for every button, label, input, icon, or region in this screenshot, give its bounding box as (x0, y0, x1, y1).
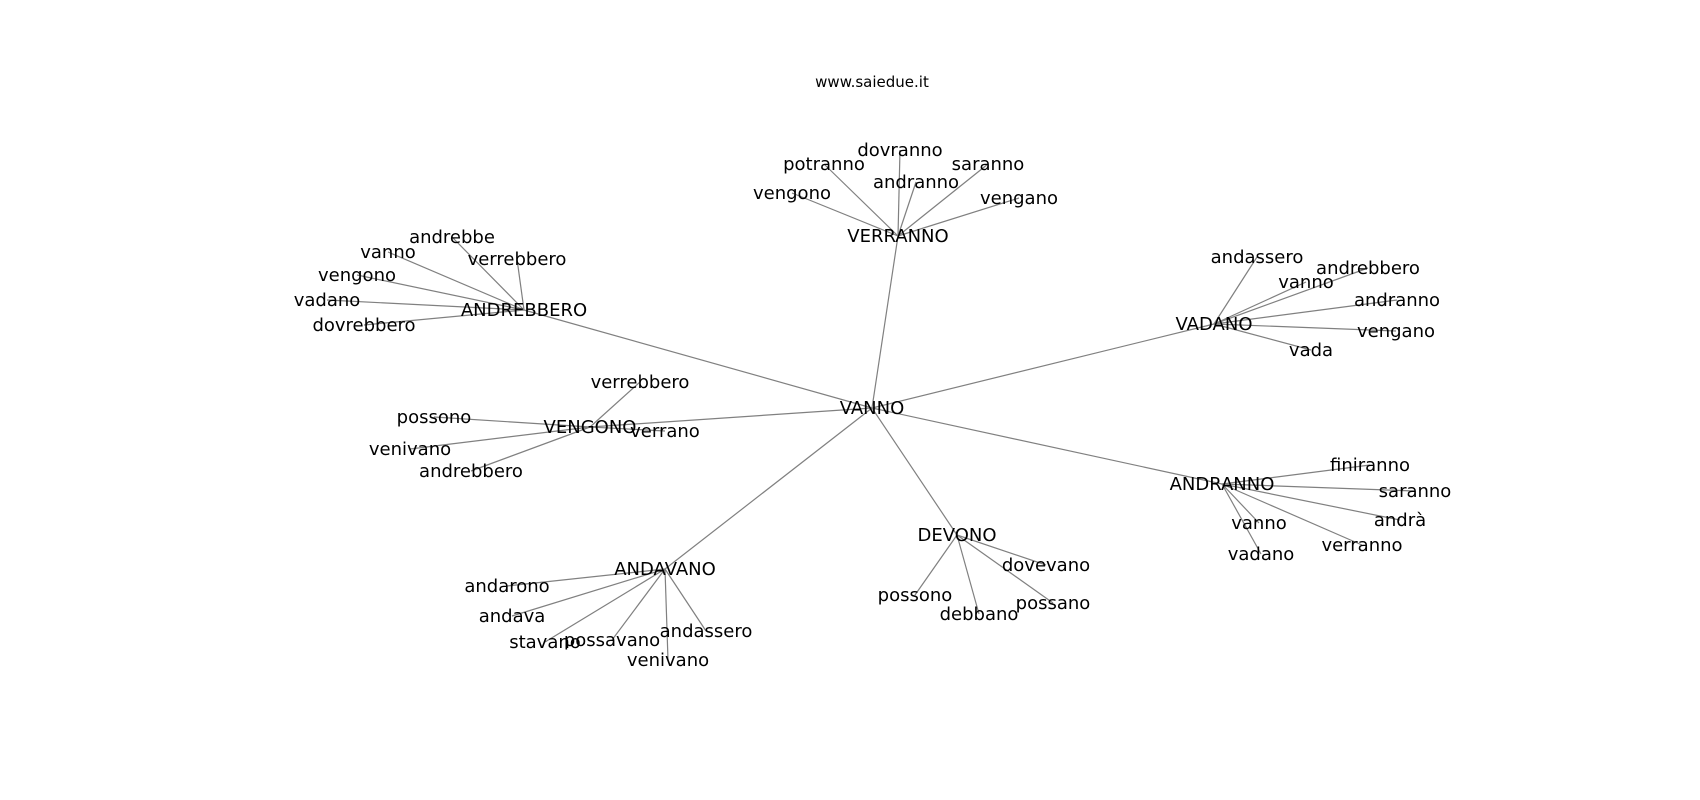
hub-node-verranno: VERRANNO (847, 226, 948, 247)
edge-vengono-andrebbero (470, 426, 591, 472)
leaf-node-vengono-verrano: verrano (630, 421, 700, 442)
leaf-node-vadano-vengano: vengano (1357, 321, 1435, 342)
leaf-node-verranno-saranno: saranno (952, 154, 1025, 175)
leaf-node-andrebbero-vadano: vadano (294, 290, 361, 311)
leaf-node-andrebbero-dovrebbero: dovrebbero (312, 315, 415, 336)
edge-andranno-andra (1221, 483, 1401, 521)
leaf-node-devono-debbano: debbano (940, 604, 1019, 625)
leaf-node-vengono-andrebbero: andrebbero (419, 461, 523, 482)
leaf-node-andavano-venivano: venivano (627, 650, 709, 671)
edge-devono-possono (914, 534, 958, 596)
leaf-node-andranno-vanno: vanno (1231, 513, 1287, 534)
edge-vengono-venivano (409, 426, 591, 450)
leaf-node-verranno-vengono: vengono (753, 183, 831, 204)
edge-vadano-vengano (1213, 323, 1397, 332)
edge-andranno-finiranno (1221, 464, 1371, 485)
leaf-node-devono-possano: possano (1016, 593, 1091, 614)
edge-verranno-andranno (897, 181, 917, 237)
edge-vadano-vanno (1213, 281, 1307, 325)
leaf-node-andrebbero-verrebbero: verrebbero (468, 249, 567, 270)
edge-devono-dovevano (956, 534, 1047, 566)
edge-verranno-potranno (823, 163, 899, 237)
edge-andrebbero-vengono (356, 274, 525, 311)
root-node-label: VANNO (840, 398, 905, 419)
leaf-node-vadano-vanno: vanno (1278, 272, 1334, 293)
edge-andavano-andassero (664, 568, 707, 632)
leaf-node-andranno-vadano: vadano (1228, 544, 1295, 565)
leaf-node-andavano-andava: andava (479, 606, 546, 627)
leaf-node-andrebbero-vengono: vengono (318, 265, 396, 286)
edge-root-vadano (871, 323, 1215, 409)
edge-verranno-saranno (897, 163, 989, 237)
edge-layer (326, 149, 1416, 661)
edge-devono-debbano (956, 534, 980, 615)
edge-andranno-verranno (1221, 483, 1363, 546)
hub-node-vengono: VENGONO (544, 417, 637, 438)
edge-verranno-vengono (791, 192, 899, 237)
edge-andranno-vadano (1221, 483, 1262, 555)
leaf-node-andavano-andassero: andassero (660, 621, 753, 642)
edge-andavano-venivano (664, 568, 669, 661)
leaf-node-devono-dovevano: dovevano (1002, 555, 1090, 576)
leaf-node-verranno-vengano: vengano (980, 188, 1058, 209)
edge-andrebbero-vadano (326, 299, 525, 311)
edge-andavano-possavano (611, 568, 666, 641)
edge-andranno-saranno (1221, 483, 1416, 492)
hub-node-devono: DEVONO (917, 525, 996, 546)
leaf-node-andavano-possavano: possavano (564, 630, 660, 651)
edge-vengono-verrebbero (589, 381, 641, 428)
edge-vengono-verrano (589, 426, 666, 432)
edge-andrebbero-dovrebbero (363, 309, 525, 326)
leaf-node-vengono-possono: possono (397, 407, 472, 428)
leaf-node-andranno-andra: andrà (1374, 510, 1426, 531)
hub-node-vadano: VADANO (1176, 314, 1253, 335)
hub-node-andavano: ANDAVANO (614, 559, 716, 580)
leaf-node-andranno-saranno: saranno (1379, 481, 1452, 502)
leaf-node-vadano-vada: vada (1289, 340, 1333, 361)
edge-root-andavano (664, 407, 873, 570)
edge-vadano-andassero (1213, 256, 1258, 325)
leaf-node-vadano-andrebbero: andrebbero (1316, 258, 1420, 279)
edge-root-devono (871, 407, 958, 536)
edge-vadano-andranno (1213, 299, 1398, 325)
edge-verranno-dovranno (897, 149, 901, 237)
leaf-node-devono-possono: possono (878, 585, 953, 606)
leaf-node-andranno-finiranno: finiranno (1330, 455, 1410, 476)
watermark-text: www.saiedue.it (815, 73, 929, 91)
edge-devono-possano (956, 534, 1054, 604)
edge-root-andrebbero (523, 309, 873, 409)
edge-root-verranno (871, 235, 899, 409)
leaf-node-verranno-dovranno: dovranno (857, 140, 942, 161)
leaf-node-verranno-andranno: andranno (873, 172, 959, 193)
edge-andrebbero-vanno (387, 251, 525, 311)
leaf-node-andranno-verranno: verranno (1321, 535, 1402, 556)
edge-andrebbero-andrebbe (451, 236, 525, 311)
leaf-node-andavano-andarono: andarono (464, 576, 549, 597)
edge-root-andranno (871, 407, 1223, 485)
leaf-node-vadano-andranno: andranno (1354, 290, 1440, 311)
edge-vengono-possono (433, 416, 591, 428)
edge-andavano-andava (511, 568, 666, 617)
edge-verranno-vengano (897, 197, 1020, 237)
leaf-node-vengono-venivano: venivano (369, 439, 451, 460)
edge-vadano-vada (1213, 323, 1312, 351)
hub-node-andrebbero: ANDREBBERO (461, 300, 587, 321)
hub-node-andranno: ANDRANNO (1170, 474, 1275, 495)
leaf-node-verranno-potranno: potranno (783, 154, 865, 175)
edge-andranno-vanno (1221, 483, 1260, 524)
edge-andavano-andarono (506, 568, 666, 587)
leaf-node-vadano-andassero: andassero (1211, 247, 1304, 268)
leaf-node-vengono-verrebbero: verrebbero (591, 372, 690, 393)
edge-andavano-stavano (544, 568, 666, 643)
leaf-node-andrebbero-andrebbe: andrebbe (409, 227, 495, 248)
edge-root-vengono (589, 407, 873, 428)
edge-vadano-andrebbero (1213, 267, 1369, 325)
leaf-node-andavano-stavano: stavano (509, 632, 581, 653)
leaf-node-andrebbero-vanno: vanno (360, 242, 416, 263)
edge-andrebbero-verrebbero (516, 258, 525, 311)
